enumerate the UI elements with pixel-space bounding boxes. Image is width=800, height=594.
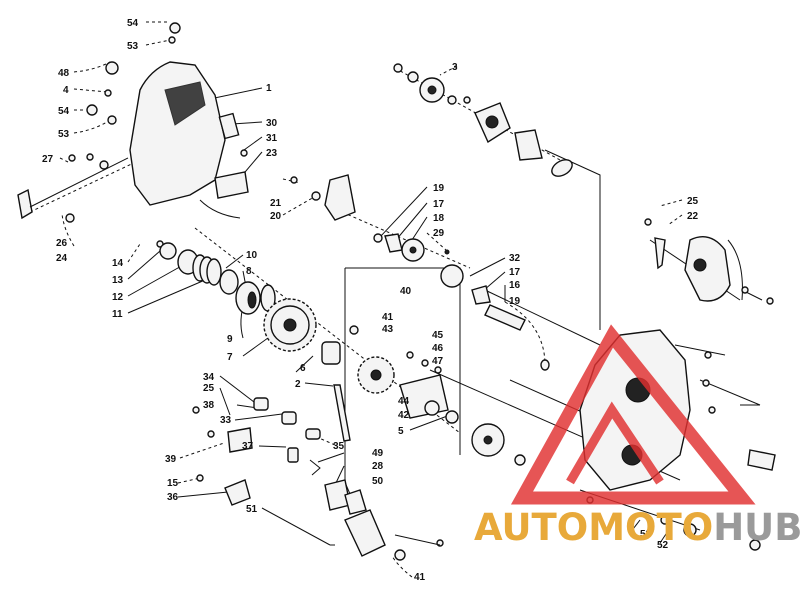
callout: 44 <box>398 396 410 407</box>
callout: 20 <box>270 211 282 222</box>
callout: 27 <box>42 154 54 165</box>
callout: 41 <box>414 572 426 583</box>
callout: 3 <box>452 62 458 73</box>
watermark-text-main: AUTOMOTO <box>474 506 713 549</box>
callout: 42 <box>398 410 410 421</box>
callout: 18 <box>433 213 445 224</box>
callout: 28 <box>372 461 384 472</box>
callout: 52 <box>657 540 669 551</box>
callout: 25 <box>687 196 699 207</box>
callout: 33 <box>220 415 232 426</box>
callout: 53 <box>58 129 70 140</box>
callout: 41 <box>382 312 394 323</box>
callout: 2 <box>295 379 301 390</box>
watermark-triangle <box>510 324 756 505</box>
callout: 1 <box>266 83 272 94</box>
callout: 51 <box>246 504 258 515</box>
callout: 47 <box>432 356 444 367</box>
watermark-text-hub: HUB <box>713 506 800 549</box>
callout: 19 <box>433 183 445 194</box>
callout: 24 <box>56 253 68 264</box>
callout: 26 <box>56 238 68 249</box>
callout: 39 <box>165 454 177 465</box>
callout: 36 <box>167 492 179 503</box>
watermark-inner-triangle <box>566 401 664 485</box>
callout: 45 <box>432 330 444 341</box>
callout: 19 <box>509 296 521 307</box>
callout: 12 <box>112 292 124 303</box>
callout: 6 <box>300 363 306 374</box>
callout: 53 <box>640 529 652 540</box>
callout: 22 <box>687 211 699 222</box>
callout: 21 <box>270 198 282 209</box>
callout: 54 <box>58 106 70 117</box>
spring <box>192 254 222 286</box>
callout: 48 <box>58 68 70 79</box>
callout: 25 <box>203 383 215 394</box>
callout: 30 <box>266 118 278 129</box>
parts <box>17 22 776 561</box>
callout: 17 <box>509 267 521 278</box>
callout: 5 <box>398 426 404 437</box>
watermark: AUTOMOTOHUB <box>474 324 800 549</box>
callout: 17 <box>433 199 445 210</box>
chaincase-cover <box>129 61 226 206</box>
callout: 23 <box>266 148 278 159</box>
callout: 8 <box>246 266 252 277</box>
callout: 35 <box>333 441 345 452</box>
gearcase-housing <box>579 329 691 491</box>
callout: 13 <box>112 275 124 286</box>
callout: 4 <box>63 85 69 96</box>
callout: 9 <box>227 334 233 345</box>
callout: 32 <box>509 253 521 264</box>
callout: 38 <box>203 400 215 411</box>
callout: 31 <box>266 133 278 144</box>
callout: 15 <box>167 478 179 489</box>
callout: 50 <box>372 476 384 487</box>
callout: 10 <box>246 250 258 261</box>
callout: 53 <box>127 41 139 52</box>
callout: 43 <box>382 324 394 335</box>
callout: 11 <box>112 309 123 320</box>
callout: 46 <box>432 343 444 354</box>
callout-labels: 54 53 48 4 54 53 1 30 31 23 27 26 24 3 1… <box>42 18 699 583</box>
callout: 34 <box>203 372 215 383</box>
callout: 54 <box>127 18 139 29</box>
callout: 29 <box>433 228 445 239</box>
callout: 49 <box>372 448 384 459</box>
svg-text:AUTOMOTOHUB: AUTOMOTOHUB <box>474 506 800 549</box>
callout: 40 <box>400 286 412 297</box>
callout: 16 <box>509 280 521 291</box>
callout: 14 <box>112 258 124 269</box>
callout: 37 <box>242 441 254 452</box>
callout: 7 <box>227 352 233 363</box>
